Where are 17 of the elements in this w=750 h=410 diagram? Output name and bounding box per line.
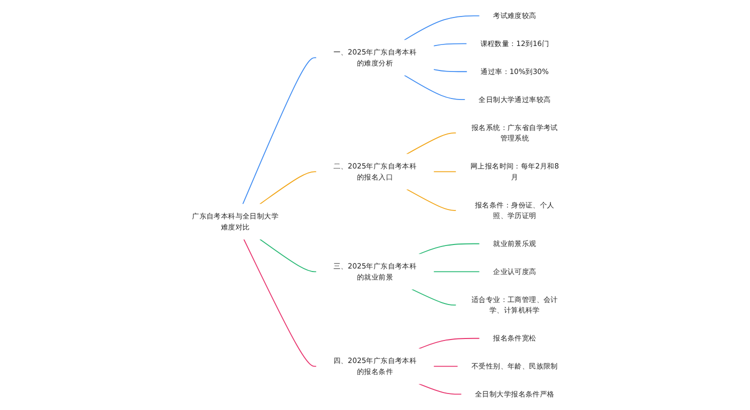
connector (406, 132, 457, 155)
connector (404, 74, 466, 100)
connector (242, 57, 317, 205)
connector (411, 288, 457, 306)
connector (243, 238, 317, 367)
connector (418, 383, 462, 395)
connector (259, 238, 317, 272)
connector (259, 171, 317, 205)
connector (433, 171, 457, 172)
connector (433, 43, 468, 46)
connector (433, 68, 468, 72)
connector (433, 366, 458, 367)
connector (418, 338, 480, 350)
connector (404, 15, 480, 41)
connector (406, 188, 457, 211)
connector (418, 243, 480, 255)
connector (433, 271, 480, 272)
